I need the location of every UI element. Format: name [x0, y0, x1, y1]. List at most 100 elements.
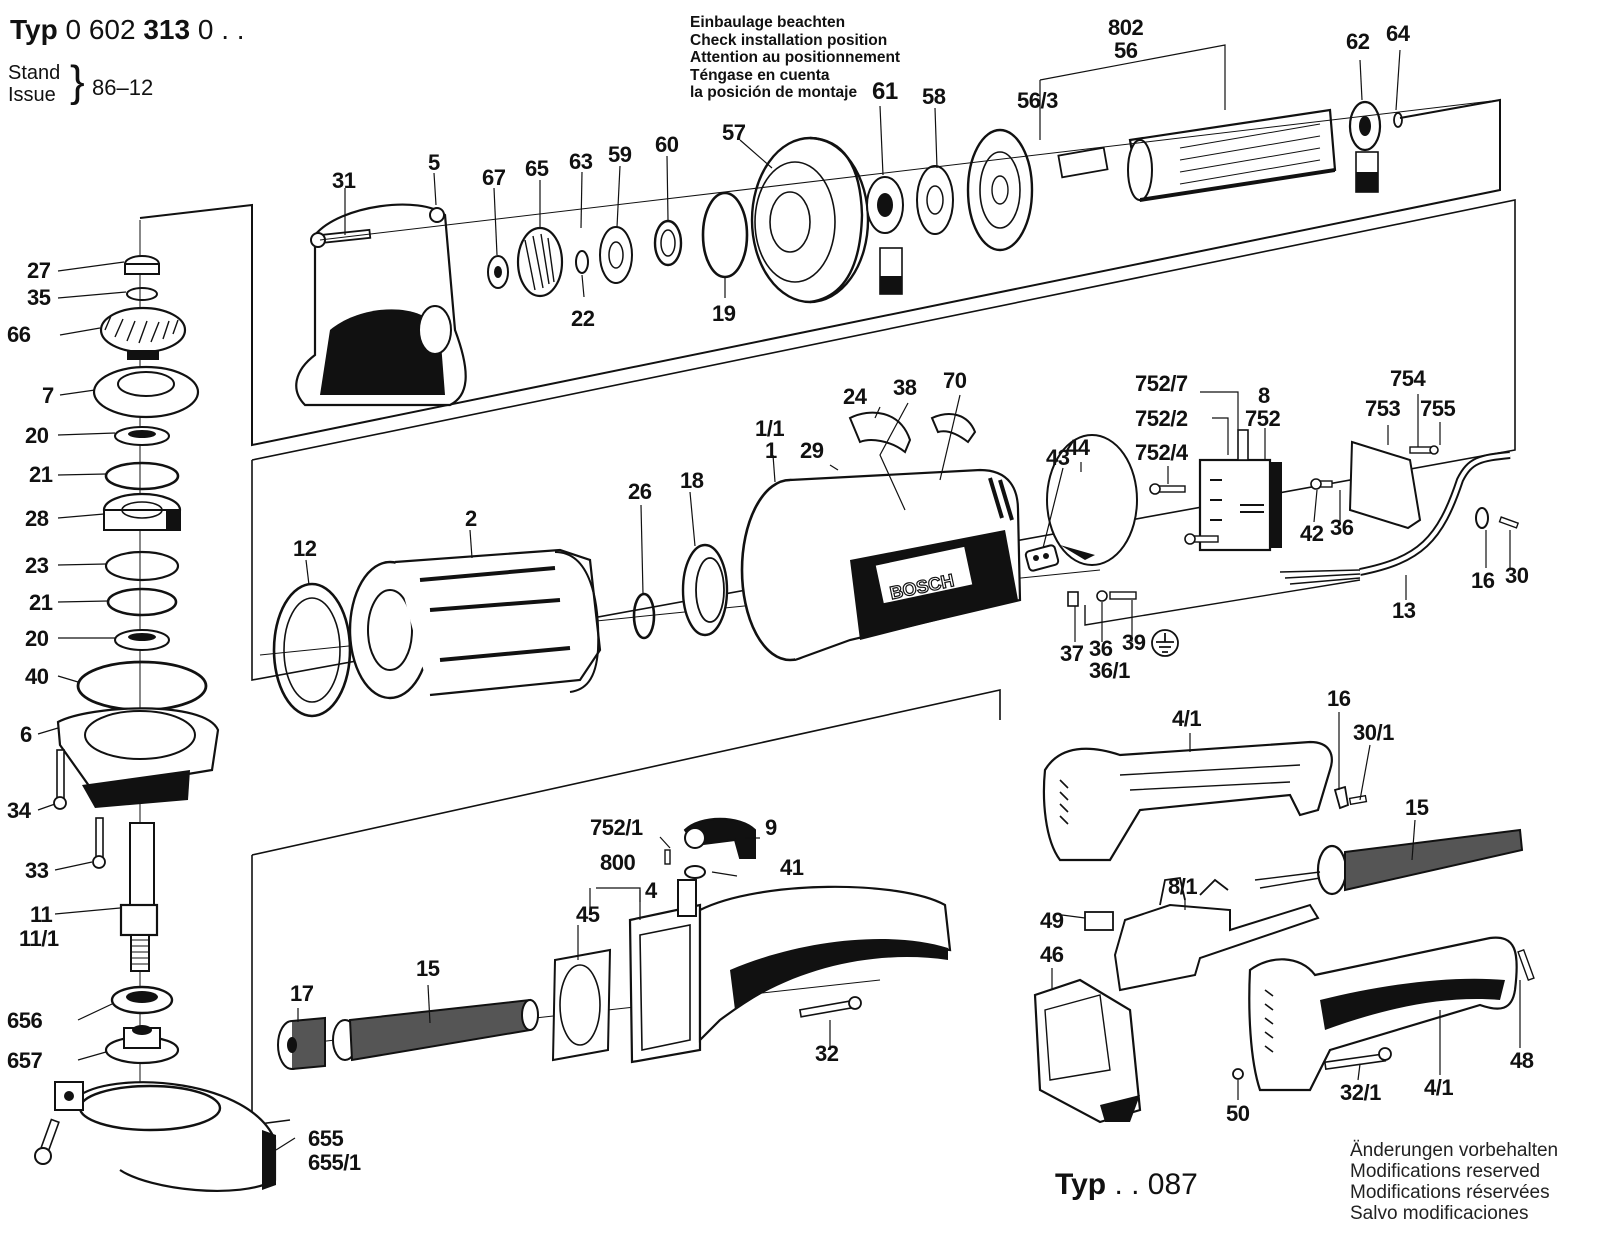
part-label-16-rear: 16 [1327, 686, 1351, 711]
notice-line-en: Check installation position [690, 31, 888, 49]
guard-655 [54, 1081, 277, 1193]
clamp-16 [1475, 507, 1489, 529]
bearing-61 [866, 176, 904, 234]
part-label-752-1: 752/1 [590, 815, 643, 840]
washer-35 [126, 287, 158, 301]
part-label-56-3: 56/3 [1017, 88, 1058, 113]
part-label-43: 43 [1046, 445, 1070, 470]
notice-line-fr: Attention au positionnement [690, 49, 901, 66]
cable-15-rear [1254, 828, 1524, 896]
part-label-655: 655 [308, 1126, 344, 1151]
part-label-657: 657 [7, 1048, 43, 1073]
part-label-48: 48 [1510, 1048, 1534, 1073]
part-label-32: 32 [815, 1041, 839, 1066]
part-label-4-1-upper: 4/1 [1172, 706, 1202, 731]
part-49 [1084, 911, 1114, 931]
notice-line-de: Einbaulage beachten [690, 14, 846, 31]
bearing-62 [1348, 100, 1382, 152]
screw-switch-lower [1184, 533, 1219, 545]
handle-housing-4 [628, 879, 952, 1064]
part-label-17: 17 [290, 981, 314, 1006]
screw-755 [1409, 445, 1439, 455]
installation-notice: Einbaulage beachten Check installation p… [690, 14, 900, 102]
mods-line-de: Änderungen vorbehalten [1350, 1140, 1559, 1161]
bearing-flange-7 [92, 365, 200, 419]
nut-657 [104, 1025, 180, 1065]
o-ring-40 [76, 660, 208, 712]
part-label-8-1: 8/1 [1168, 874, 1198, 899]
part-label-61: 61 [872, 78, 898, 105]
bearing-67 [487, 255, 509, 289]
type-number-a: 0 602 [65, 14, 136, 45]
cover-46 [1033, 978, 1142, 1124]
screw-32-1 [1323, 1047, 1392, 1071]
flange-59 [599, 226, 633, 284]
part-label-67: 67 [482, 165, 506, 190]
part-label-45: 45 [576, 902, 600, 927]
pinion-65 [516, 226, 564, 298]
spindle-11 [119, 822, 159, 972]
part-label-755: 755 [1420, 396, 1456, 421]
part-label-60: 60 [655, 132, 679, 157]
type-number: Typ 0 602 313 0 . . [10, 14, 245, 46]
frame-handle [251, 689, 1001, 856]
part-label-21-lower: 21 [29, 590, 53, 615]
cover-44 [1046, 434, 1138, 566]
part-label-802: 802 [1108, 15, 1144, 40]
screw-guard [34, 1118, 60, 1165]
part-label-65: 65 [525, 156, 549, 181]
part-label-1: 1 [765, 438, 777, 463]
bearing-28 [102, 492, 182, 531]
frame-gear-head [139, 98, 1501, 447]
frame-motor [251, 199, 1516, 681]
screw-48 [1517, 948, 1535, 982]
part-label-4-1-lower: 4/1 [1424, 1075, 1454, 1100]
part-label-2: 2 [465, 506, 477, 531]
part-label-21-upper: 21 [29, 462, 53, 487]
part-label-37: 37 [1060, 641, 1084, 666]
part-label-655-1: 655/1 [308, 1150, 361, 1175]
part-label-26: 26 [628, 479, 652, 504]
part-label-56: 56 [1114, 38, 1138, 63]
gasket-45 [551, 948, 612, 1062]
damper-17 [277, 1016, 326, 1070]
part-label-752: 752 [1245, 406, 1281, 431]
ground-wire-assembly [1067, 579, 1361, 626]
ground-symbol-icon [1151, 629, 1179, 657]
bearing-detail-61 [879, 247, 903, 295]
seal-60 [653, 219, 683, 267]
notice-line-es-2: la posición de montaje [690, 84, 858, 101]
washer-41 [684, 865, 706, 879]
part-label-64: 64 [1386, 21, 1410, 46]
part-label-8: 8 [1258, 383, 1270, 408]
type-number-b: 313 [143, 14, 191, 45]
part-label-13: 13 [1392, 598, 1416, 623]
spring-24 [848, 411, 912, 454]
handle-rod-15 [332, 998, 539, 1062]
part-label-36-1: 36/1 [1089, 658, 1130, 683]
flange-6 [56, 707, 220, 808]
variant-type-prefix: Typ [1055, 1168, 1107, 1201]
part-label-29: 29 [800, 438, 824, 463]
part-label-41: 41 [780, 855, 804, 880]
mods-line-en: Modifications reserved [1350, 1161, 1541, 1182]
part-label-1-1: 1/1 [755, 416, 785, 441]
bearing-detail-62 [1355, 151, 1379, 193]
ring-18 [681, 543, 729, 637]
washer-22 [575, 250, 589, 274]
spring-70 [930, 413, 977, 444]
part-label-16-cable: 16 [1471, 568, 1495, 593]
part-label-46: 46 [1040, 942, 1064, 967]
screw-32 [798, 996, 862, 1018]
bearing-flange-57 [750, 136, 870, 304]
motor-housing-1: BOSCH [740, 468, 1022, 662]
switch-bracket-8-1 [1113, 876, 1320, 992]
part-label-42: 42 [1300, 521, 1324, 546]
crown-gear-66 [99, 306, 187, 360]
fan-56-3 [966, 128, 1034, 252]
stand-label: Stand [8, 62, 61, 84]
part-label-5: 5 [428, 150, 440, 175]
ring-12 [272, 582, 352, 718]
ring-20-upper [114, 426, 170, 446]
